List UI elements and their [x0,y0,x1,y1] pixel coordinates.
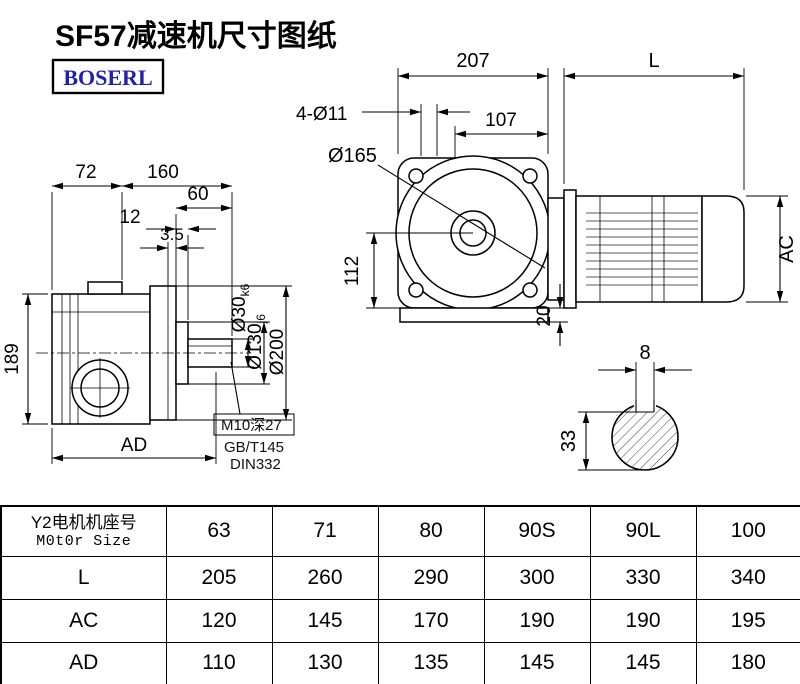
table-cell: 180 [695,641,800,684]
motor [547,189,745,309]
dim-spigot-dia-label: Ø130j6 [245,314,268,370]
dim-AD-label: AD [121,435,147,456]
bolt-holes [408,168,538,298]
dim-160: 160 [122,162,233,336]
table-cell: 100 [695,505,800,557]
dim-60: 60 [175,184,232,286]
table-cell: 290 [377,555,485,600]
standard-note2-label: DIN332 [230,456,281,473]
table-row: AD 110 130 135 145 145 180 [0,641,800,684]
dim-flange-dia: Ø165 [328,145,546,269]
table-row: AC 120 145 170 190 190 195 [0,598,800,643]
dim-160-label: 160 [147,162,179,183]
table-cell: 135 [377,641,485,684]
shaft-section: 8 33 [558,342,692,471]
row-label-AD: AD [0,641,167,684]
dim-60-label: 60 [187,184,208,205]
dim-flange-od-label: Ø200 [267,329,288,375]
dim-flange-od: Ø200 [176,285,292,421]
dim-bolt-holes: 4-Ø11 [296,104,470,156]
gearbox-foot [399,307,549,323]
dim-207: 207 [397,50,549,154]
table-cell: 110 [165,641,273,684]
fan-cover [701,195,745,303]
dim-72: 72 [51,162,123,290]
dim-3-5-label: 3.5 [160,225,184,244]
dim-L-label: L [648,50,659,72]
dim-12: 12 [119,207,216,320]
dim-8-label: 8 [639,342,650,364]
table-cell: 90L [589,505,697,557]
table-cell: 145 [589,641,697,684]
brand-label: BOSERL [63,65,152,90]
dim-AC-label: AC [776,235,798,263]
dim-72-label: 72 [75,162,96,183]
dim-L: L [563,50,745,190]
table-cell: 205 [165,555,273,600]
brand-logo: BOSERL [51,58,165,95]
dim-spigot-dia: Ø130j6 [188,314,270,385]
dim-AC: AC [746,195,798,303]
table-header-row: Y2电机机座号 M0t0r Size 63 71 80 90S 90L 100 [0,505,800,557]
table-row: L 205 260 290 300 330 340 [0,555,800,600]
dim-207-label: 207 [456,50,489,72]
page-title: SF57减速机尺寸图纸 [55,20,337,53]
table-cell: 130 [271,641,379,684]
side-view: 189 72 160 60 12 [2,162,295,473]
table-cell: 90S [483,505,591,557]
motor-size-header-cell: Y2电机机座号 M0t0r Size [0,505,167,557]
motor-fins [586,212,698,286]
dim-8: 8 [598,342,692,404]
dim-flange-dia-label: Ø165 [328,145,377,167]
dim-20-label: 20 [534,305,555,326]
dim-107-label: 107 [485,110,517,131]
table-cell: 71 [271,505,379,557]
table-cell: 80 [377,505,485,557]
dim-189: 189 [2,293,48,425]
table-cell: 260 [271,555,379,600]
thread-callout: M10深27 GB/T145 DIN332 [213,361,295,473]
table-cell: 63 [165,505,273,557]
table-cell: 195 [695,598,800,643]
dim-112-label: 112 [342,256,363,286]
dim-112: 112 [342,232,473,309]
dim-107: 107 [454,110,548,158]
dim-33-label: 33 [558,430,580,452]
size-table: Y2电机机座号 M0t0r Size 63 71 80 90S 90L 100 … [0,505,800,684]
dim-AD: AD [51,372,217,464]
row-label-AC: AC [0,598,167,643]
table-cell: 145 [483,641,591,684]
table-cell: 190 [589,598,697,643]
dim-3-5: 3.5 [140,225,204,286]
motor-size-header-en: M0t0r Size [36,533,132,551]
dim-shaft-dia: Ø30k6 [229,283,254,368]
thread-note-label: M10深27 [221,417,282,434]
dim-20: 20 [534,284,568,346]
table-cell: 170 [377,598,485,643]
table-cell: 300 [483,555,591,600]
table-cell: 330 [589,555,697,600]
dim-bolt-holes-label: 4-Ø11 [296,104,347,125]
front-view: 207 L 107 4-Ø11 Ø165 [296,50,798,346]
table-cell: 340 [695,555,800,600]
row-label-L: L [0,555,167,600]
dim-189-label: 189 [2,343,23,375]
dim-33: 33 [558,411,642,471]
motor-size-header-cn: Y2电机机座号 [30,513,137,533]
standard-note1-label: GB/T145 [224,439,284,456]
dim-12-label: 12 [119,207,140,228]
dim-shaft-dia-label: Ø30k6 [229,283,252,332]
drawing-area: SF57减速机尺寸图纸 BOSERL [2,20,798,473]
table-cell: 145 [271,598,379,643]
table-cell: 120 [165,598,273,643]
table-cell: 190 [483,598,591,643]
